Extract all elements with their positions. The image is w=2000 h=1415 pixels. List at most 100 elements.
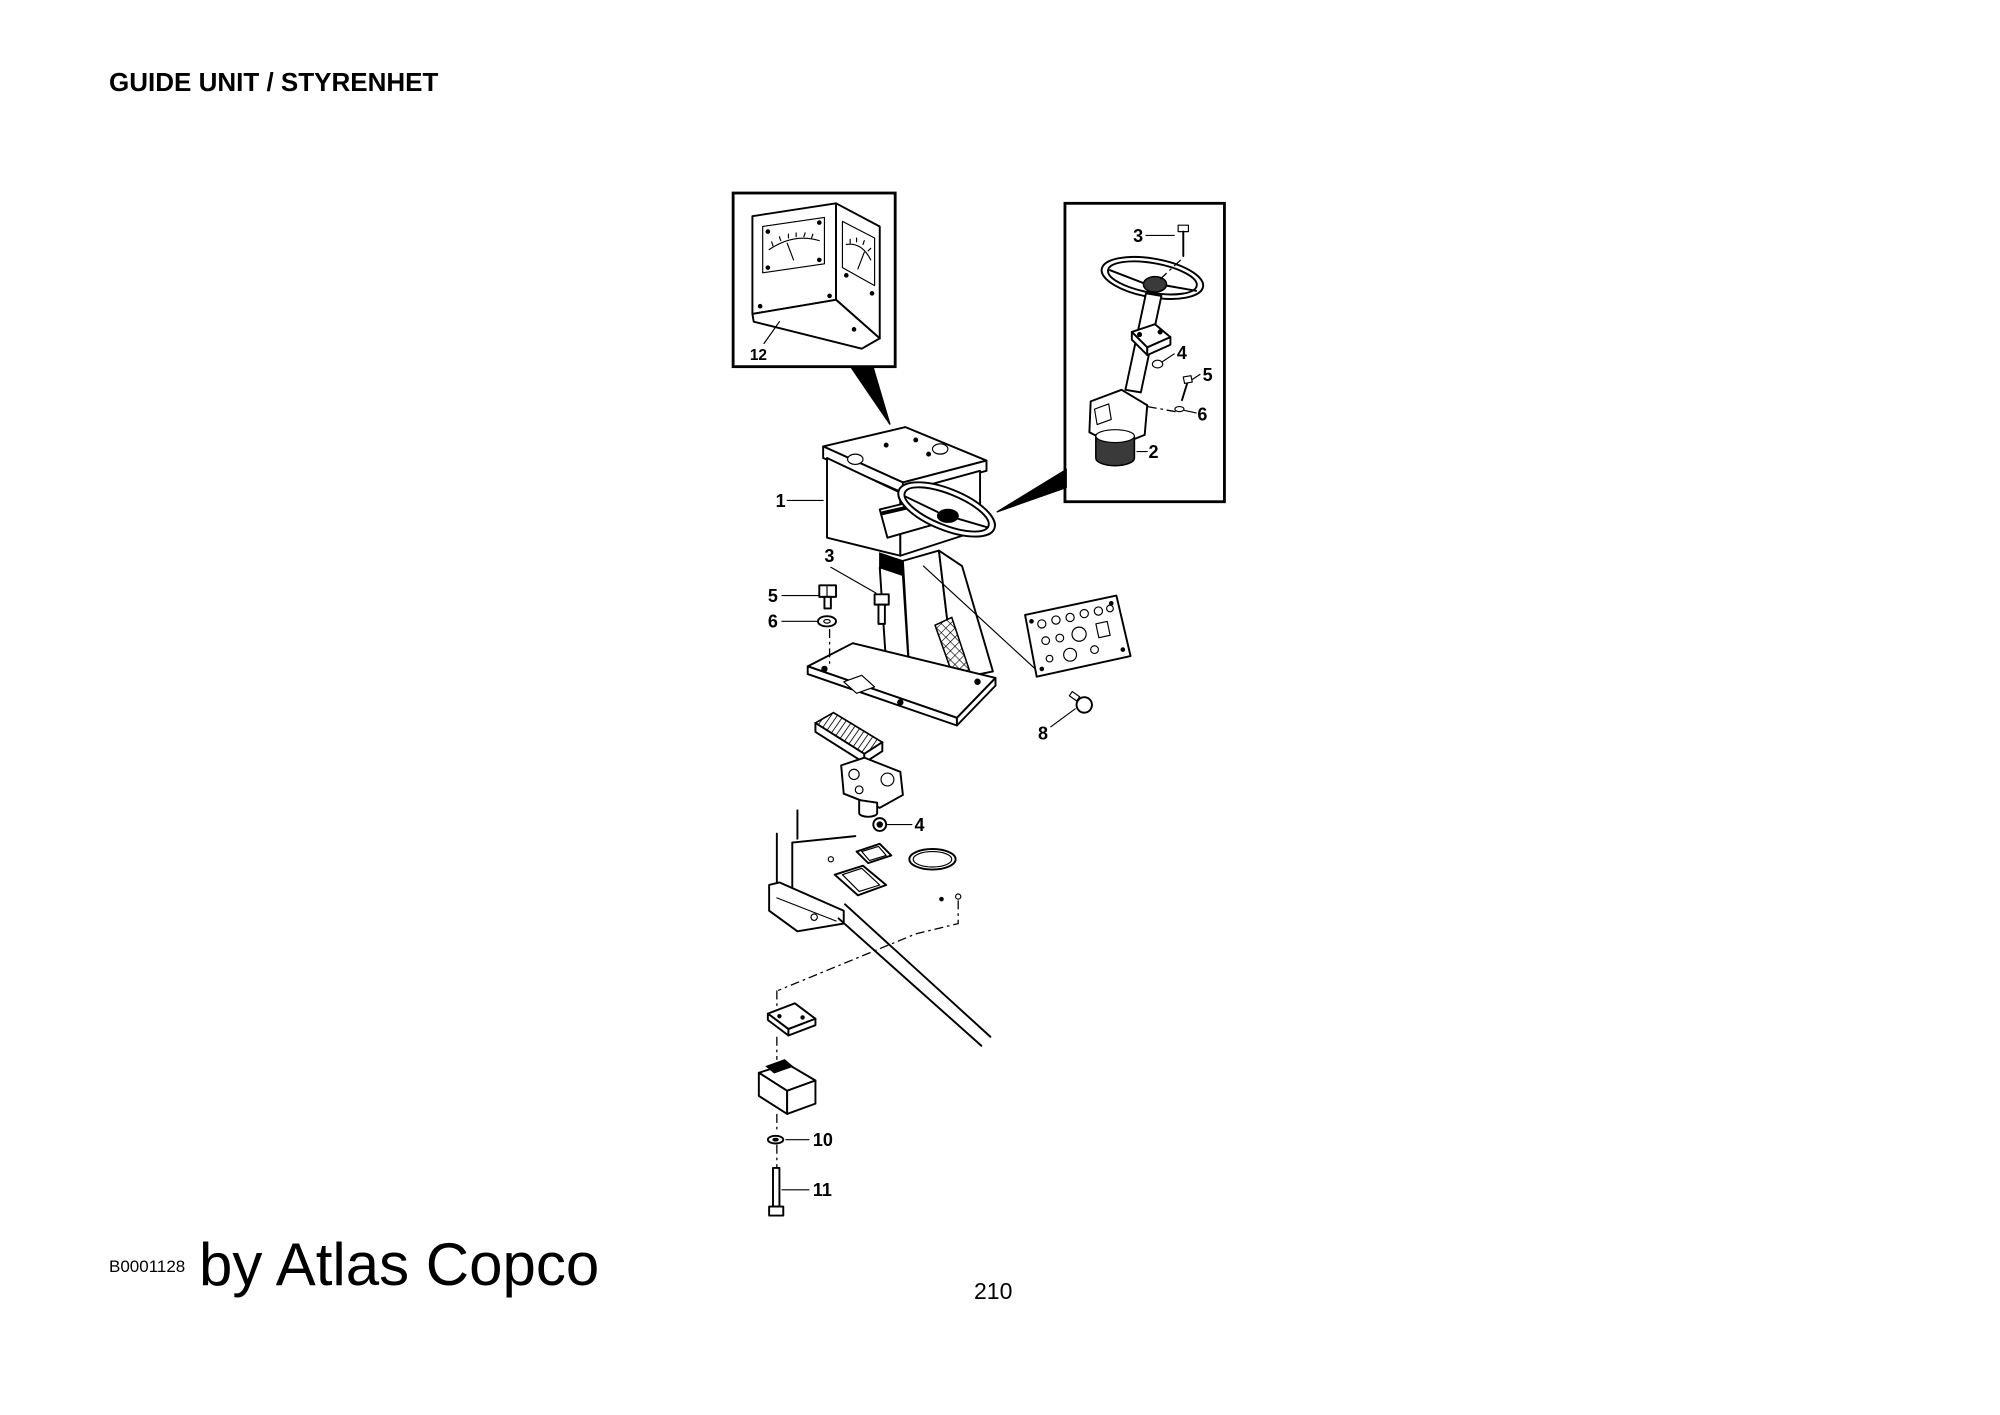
switch: [1045, 654, 1054, 663]
plate-cutout: [855, 842, 893, 865]
panel-screw: [816, 220, 822, 225]
base-plate: [806, 642, 997, 727]
callout-8: 8: [1038, 724, 1048, 744]
inset-wheel-hub: [1142, 275, 1168, 293]
panel-screw: [1120, 647, 1126, 652]
base-plate-edge-right: [955, 676, 997, 727]
brake-valve-assembly: 4: [813, 711, 924, 835]
switch: [1041, 636, 1051, 646]
inset-bolt-axis: [1147, 405, 1176, 413]
console-knob: [931, 443, 949, 455]
panel-bottom-flange: [751, 298, 881, 350]
assembly-axis: [777, 900, 959, 992]
inset-column-clamp-front: [1146, 336, 1172, 357]
inset-bolt-shank: [1181, 382, 1189, 402]
panel-screw: [851, 327, 857, 332]
plate-hole: [955, 893, 962, 900]
watermark-text: by Atlas Copco: [199, 1231, 600, 1298]
panel-screws: [757, 220, 875, 332]
steering-inset-pointer: [996, 468, 1067, 513]
valve-nut-core: [876, 821, 883, 828]
bolt-head: [818, 584, 837, 598]
panel-screw: [816, 257, 822, 263]
base-plate-hole: [974, 678, 981, 685]
steering-wheel-rim-inner: [903, 486, 990, 533]
right-gauge: [841, 220, 876, 287]
callout-6: 6: [768, 612, 778, 632]
knob-item: 8: [1038, 691, 1093, 744]
page-number: 210: [974, 1278, 1013, 1304]
indicator-window: [1095, 620, 1111, 639]
panel-screw: [1039, 666, 1045, 672]
frame-flange-hole: [810, 913, 818, 921]
callout-4: 4: [914, 815, 924, 835]
switch: [1079, 608, 1089, 619]
mounting-pad-front: [787, 1017, 817, 1037]
pad-hole: [777, 1013, 782, 1019]
callout-leader-12: [763, 321, 780, 345]
mounting-frame: [768, 809, 992, 1047]
callout-2-inset: 2: [1149, 442, 1159, 462]
indicator-dial: [1063, 647, 1078, 662]
plate-round-cutout-inner: [912, 850, 953, 868]
steering-wheel-spoke: [955, 517, 989, 529]
right-gauge-ticks: [849, 237, 872, 252]
callout-11: 11: [813, 1180, 832, 1200]
panel-screw: [1029, 619, 1034, 624]
inset-bolt-head: [1182, 375, 1193, 384]
switch-panel: [1024, 594, 1132, 678]
callout-3: 3: [824, 546, 834, 566]
lower-mounting-parts: 10 11: [757, 990, 833, 1217]
steering-wheel-hub: [936, 508, 959, 523]
lower-bolt-head: [768, 1205, 785, 1217]
switch: [1090, 645, 1099, 655]
screw-head: [873, 593, 890, 606]
steering-wheel: [897, 481, 996, 538]
plate-cutout-inner: [861, 845, 887, 862]
console-fasteners: 5 6 3: [768, 546, 890, 668]
panel-screw: [765, 265, 771, 270]
left-gauge: [762, 216, 826, 274]
callout-5: 5: [768, 586, 778, 606]
panel-flange-edge: [753, 321, 863, 350]
callout-leader-3: [830, 566, 877, 594]
switch: [1051, 615, 1061, 625]
base-plate-hole: [821, 665, 828, 673]
left-gauge-ticks: [771, 232, 814, 247]
inset-steering-unit-port: [1093, 403, 1112, 426]
switch-block-connector: [765, 1059, 794, 1074]
clamp-screw: [1136, 331, 1143, 338]
callout-1: 1: [776, 491, 786, 511]
inset-wheel-spoke: [1109, 269, 1145, 285]
plate-hole: [939, 896, 944, 902]
figure-code: B0001128: [109, 1257, 186, 1276]
left-gauge-needle: [786, 242, 795, 261]
knob: [1075, 696, 1093, 714]
washer: [817, 615, 837, 628]
inset-screw-head: [1177, 224, 1190, 233]
console-screw: [926, 451, 932, 457]
callout-5-inset: 5: [1203, 365, 1213, 385]
callout-10: 10: [813, 1130, 833, 1150]
steering-column-inset: 3 4 5 6 2: [1063, 201, 1226, 504]
switch: [1106, 604, 1114, 613]
steering-wheel-spoke: [904, 495, 939, 513]
washer-hole: [823, 618, 831, 624]
base-plate-slot: [843, 674, 876, 694]
plate-round-cutout: [908, 848, 957, 871]
gauge-panel-inset: 12: [731, 191, 897, 369]
callout-4-inset: 4: [1177, 343, 1187, 363]
frame-flange: [768, 881, 845, 933]
bolt-shank: [823, 595, 832, 610]
inset-washer: [1174, 405, 1185, 413]
right-gauge-scale: [845, 243, 872, 261]
switch: [1055, 633, 1065, 643]
lower-washer-hole: [772, 1137, 779, 1142]
page-title: GUIDE UNIT / STYRENHET: [109, 67, 439, 97]
switch: [1037, 619, 1047, 629]
lower-bolt-shank: [772, 1166, 781, 1208]
valve-port: [854, 785, 864, 795]
switch-block-side: [786, 1079, 817, 1115]
